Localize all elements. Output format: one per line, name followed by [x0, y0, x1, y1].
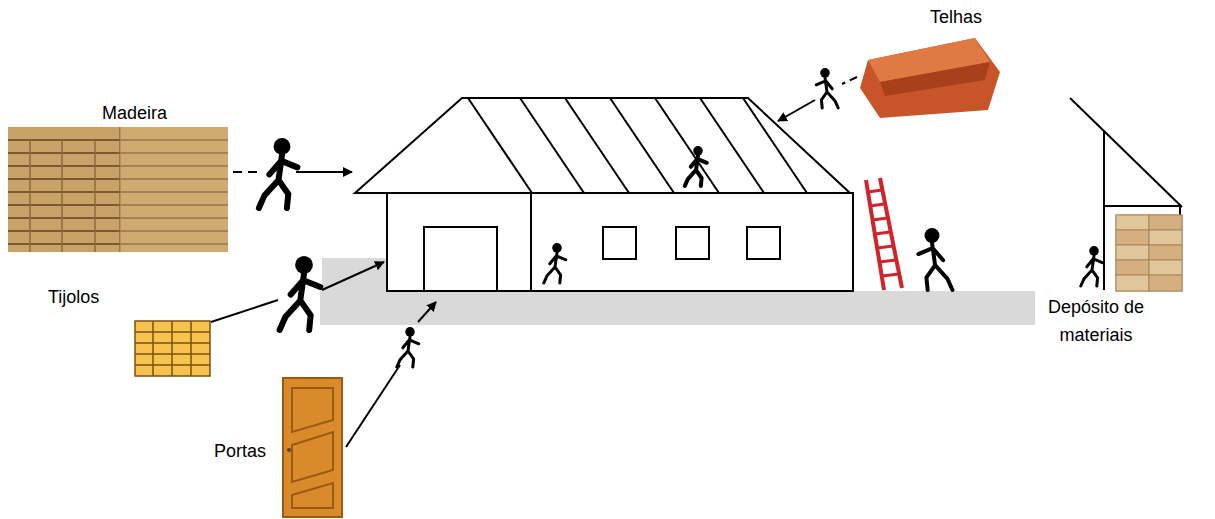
- worker-figure: [685, 146, 707, 186]
- window: [676, 227, 709, 259]
- worker-figure: [816, 68, 838, 108]
- worker-figure: [544, 243, 566, 283]
- wood-planks: [8, 127, 228, 252]
- ground: [322, 258, 388, 292]
- wall-divider: [530, 193, 532, 291]
- worker-figure: [259, 138, 298, 208]
- ground: [320, 291, 1035, 325]
- ladder: [866, 178, 902, 290]
- door-opening: [424, 227, 497, 291]
- material-label: Portas: [214, 438, 266, 466]
- worker-figure: [1081, 246, 1103, 286]
- material-label: Madeira: [102, 100, 167, 128]
- worker-figure: [918, 228, 952, 290]
- roof-tile: [860, 38, 1000, 118]
- workers: [259, 68, 1103, 367]
- bricks: [135, 321, 210, 376]
- worker-figure: [280, 256, 321, 330]
- cement-sacks: [1116, 215, 1182, 291]
- house-wall: [387, 193, 853, 291]
- material-label: Depósito de materiais: [1036, 294, 1156, 350]
- door-picture: [283, 378, 342, 517]
- roof-rafters: [468, 98, 807, 193]
- roof: [355, 98, 850, 193]
- material-label: Telhas: [930, 4, 982, 32]
- depot-shed: [1070, 98, 1182, 290]
- worker-figure: [397, 327, 419, 367]
- movement-lines: [211, 77, 857, 447]
- material-label: Tijolos: [48, 284, 99, 312]
- window: [603, 227, 636, 259]
- window: [747, 227, 780, 259]
